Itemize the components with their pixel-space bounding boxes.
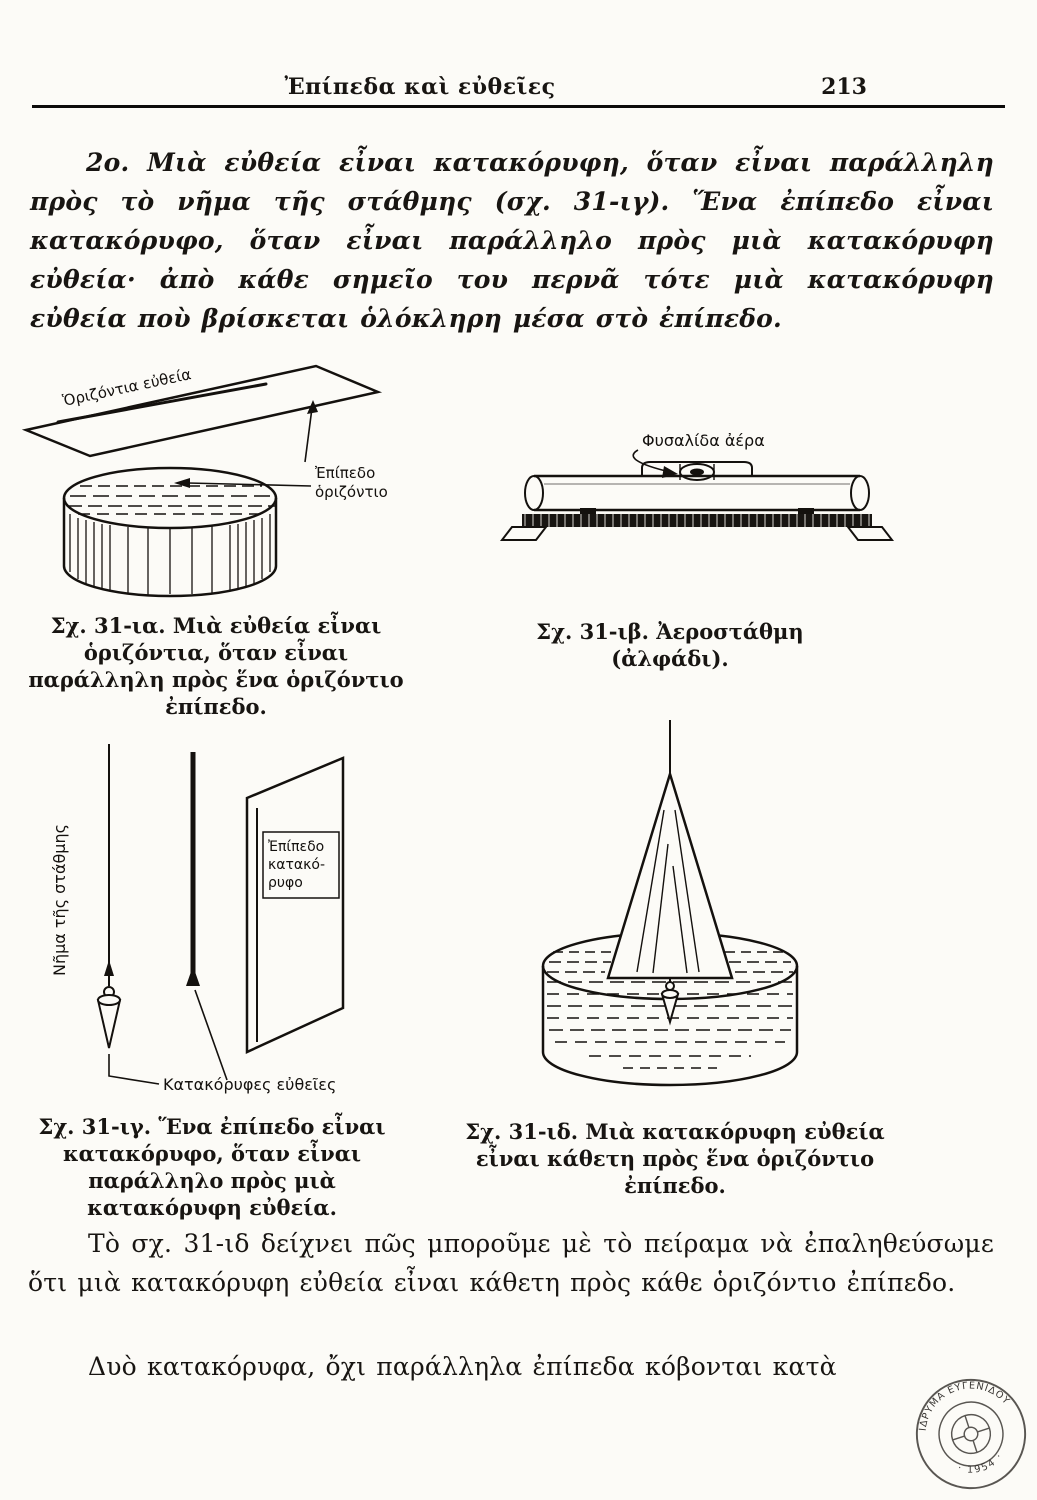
figure-31ib: Φυσαλίδα ἀέρα (492, 428, 902, 553)
horizontal-cylinder (62, 466, 278, 598)
water-surface-hatching (68, 485, 276, 515)
stamp-emblem (950, 1413, 992, 1455)
stamp-year-text: · 1954 · (954, 1448, 1009, 1481)
figure-31id (505, 714, 835, 1094)
plane-label-line2: ὁριζόντιο (315, 483, 388, 501)
page-header-title: Ἐπίπεδα καὶ εὐθεῖες (284, 74, 556, 100)
bubble-pointer (632, 449, 678, 478)
bubble (690, 468, 704, 476)
cylinder-body-hatching (69, 514, 271, 595)
caption-31ig: Σχ. 31-ιγ. Ἕνα ἐπίπεδο εἶναι κατακόρυφο,… (38, 1114, 386, 1220)
air-bubble-label: Φυσαλίδα ἀέρα (642, 431, 765, 450)
caption-31id: Σχ. 31-ιδ. Μιὰ κατακόρυφη εὐθεία εἶναι κ… (465, 1119, 885, 1198)
caption-31ib: Σχ. 31-ιβ. Ἀεροστάθμη (ἀλφάδι). (536, 619, 804, 671)
vertical-plane-label-line3: ρυφο (268, 875, 303, 891)
caption-31ia: Σχ. 31-ια. Μιὰ εὐθεία εἶναι ὁριζόντια, ὅ… (28, 613, 404, 719)
horizontal-plane-shape (21, 364, 383, 458)
level-body (524, 461, 870, 515)
plane-pointer (304, 400, 318, 463)
paragraph-definition-vertical: 2ο. Μιὰ εὐθεία εἶναι κατακόρυφη, ὅταν εἶ… (30, 148, 994, 333)
page-number: 213 (821, 74, 867, 100)
plane-label-callout: Ἐπίπεδο ὁριζόντιο (174, 464, 388, 501)
plumb-bob (660, 981, 680, 1026)
figure-31ig: Νῆμα τῆς στάθμης Ἐπίπεδο κατακό- ρυφο (35, 736, 405, 1106)
plumb-bob (96, 999, 122, 1049)
svg-text:· 1954 ·: · 1954 · (954, 1448, 1009, 1481)
plumb-thread-label: Νῆμα τῆς στάθμης (50, 824, 69, 976)
vertical-line-example (186, 752, 200, 986)
plane-label-line1: Ἐπίπεδο (315, 464, 375, 482)
stamp-inner-ring (938, 1401, 1004, 1467)
vertical-plane-label-line2: κατακό- (268, 857, 325, 873)
paragraph-experiment: Τὸ σχ. 31-ιδ δείχνει πῶς μποροῦμε μὲ τὸ … (28, 1229, 994, 1297)
figure-31id-drawing (541, 720, 799, 1087)
triangular-plane (606, 769, 734, 980)
figure-31ia-drawing: Ὁριζόντια εὐθεία (21, 364, 388, 598)
figure-31ib-drawing: Φυσαλίδα ἀέρα (499, 431, 895, 541)
vial-window (641, 461, 753, 476)
vertical-lines-callout: Κατακόρυφες εὐθεῖες (108, 989, 336, 1094)
vertical-plane-label-line1: Ἐπίπεδο (268, 839, 324, 855)
header-rule (32, 105, 1005, 108)
figure-31ig-drawing: Νῆμα τῆς στάθμης Ἐπίπεδο κατακό- ρυφο (50, 744, 345, 1094)
vertical-plane: Ἐπίπεδο κατακό- ρυφο (245, 756, 345, 1054)
horizontal-line-on-plane (56, 382, 268, 424)
vertical-lines-label: Κατακόρυφες εὐθεῖες (163, 1075, 336, 1094)
wood-grain (636, 809, 700, 974)
plumb-line (96, 744, 122, 1049)
level-base (499, 514, 895, 541)
figure-31ia: Ὁριζόντια εὐθεία (18, 356, 408, 606)
paragraph-intersecting-planes: Δυὸ κατακόρυφα, ὄχι παράλληλα ἐπίπεδα κό… (88, 1352, 837, 1381)
